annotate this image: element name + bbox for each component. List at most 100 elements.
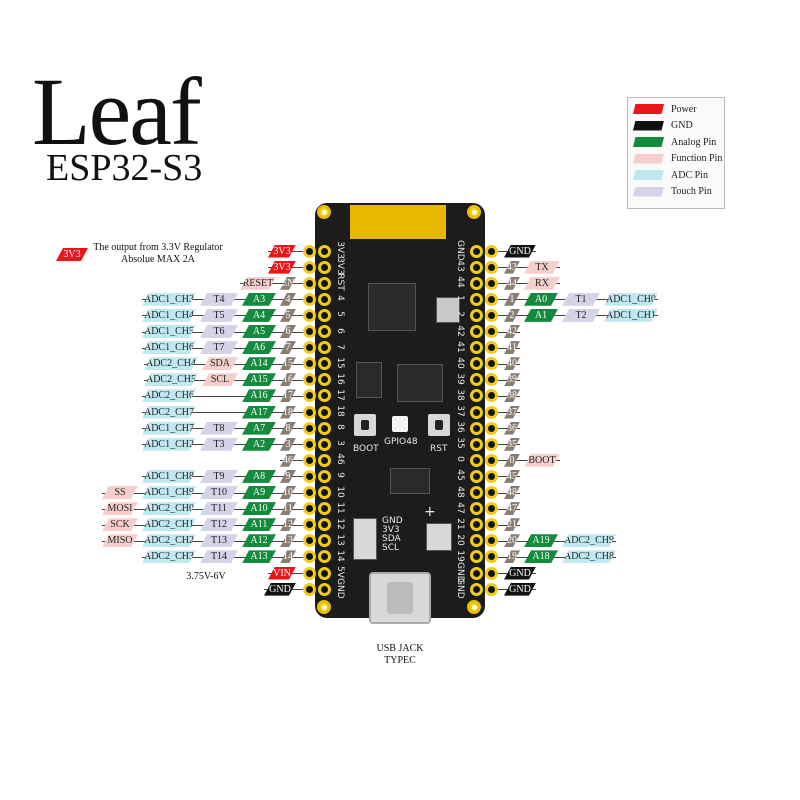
header-pad: [302, 325, 316, 338]
pin-label-func: RX: [524, 277, 560, 290]
header-pad: [469, 453, 483, 467]
pin-label-adc: ADC1_CH1: [605, 309, 656, 321]
header-pad: [302, 244, 316, 258]
pin-leader-line: [491, 363, 520, 365]
legend-swatch: [633, 186, 664, 197]
pin-label-adc: ADC1_CH8: [143, 470, 194, 482]
header-pad: [317, 260, 331, 274]
pin-leader-line: [491, 331, 520, 333]
pin-label-func: MISO: [102, 534, 138, 547]
header-pad: [469, 308, 483, 322]
pin-label-func: RESET: [240, 277, 276, 290]
header-pad: [469, 341, 483, 355]
pin-leader-line: [491, 524, 520, 526]
pin-label-touch: T6: [200, 325, 238, 338]
regulator-note-line2: Absolue MAX 2A: [121, 254, 195, 265]
pin-label-analog: A13: [242, 550, 276, 563]
legend-label: GND: [671, 120, 693, 131]
pin-label-adc: ADC1_CH2: [143, 438, 194, 450]
header-pad: [317, 550, 331, 564]
header-pad: [469, 502, 483, 516]
flash-chip: [356, 362, 382, 398]
pin-leader-line: [491, 379, 520, 381]
pin-label-adc: ADC1_CH3: [143, 293, 194, 305]
pin-label-func: SS: [102, 486, 138, 499]
psram-chip: [397, 364, 443, 402]
pin-label-analog: A14: [242, 357, 276, 370]
pin-label-touch: T7: [200, 341, 238, 354]
pin-label-adc: ADC1_CH7: [143, 422, 194, 434]
header-pad: [317, 534, 331, 548]
header-pad: [469, 469, 483, 483]
mcu-chip: [368, 283, 416, 331]
pin-label-analog: A2: [242, 438, 276, 451]
header-pad: [469, 534, 483, 548]
boot-button[interactable]: [354, 414, 376, 436]
pin-label-touch: T1: [562, 293, 600, 306]
header-pad: [484, 469, 498, 483]
i2c-silk-3v3: 3V3: [382, 525, 400, 535]
header-pad: [469, 389, 483, 403]
header-pad: [469, 550, 483, 564]
legend-item: GND: [633, 120, 693, 132]
usb-typec-jack[interactable]: [369, 572, 431, 624]
legend-item: Power: [633, 103, 697, 115]
pin-label-analog: A1: [524, 309, 558, 322]
pin-label-analog: A18: [524, 550, 558, 563]
battery-connector: [426, 523, 452, 551]
pin-leader-line: [491, 267, 560, 269]
legend-item: Analog Pin: [633, 136, 716, 148]
header-pad: [484, 566, 498, 580]
pin-label-func: SCL: [202, 373, 238, 386]
pin-label-adc: ADC2_CH9: [563, 535, 614, 547]
pin-label-touch: T3: [200, 438, 238, 451]
pin-label-adc: ADC2_CH7: [143, 406, 194, 418]
header-pad: [302, 453, 316, 467]
header-pad: [317, 276, 331, 290]
header-pad: [317, 405, 331, 419]
header-pad: [302, 421, 316, 435]
header-pad: [302, 389, 316, 403]
mount-hole: [467, 205, 481, 219]
legend-label: Touch Pin: [671, 186, 712, 197]
header-pad: [302, 292, 316, 306]
pin-leader-line: [491, 476, 520, 478]
header-pad: [317, 453, 331, 467]
header-pad: [302, 550, 316, 564]
page-title: Leaf: [32, 58, 202, 165]
i2c-silk-gnd: GND: [382, 516, 403, 526]
header-pad: [469, 276, 483, 290]
pin-label-func: TX: [524, 261, 560, 274]
header-pad: [484, 582, 498, 596]
pin-label-analog: A0: [524, 293, 558, 306]
regulator-3v3-label: 3V3: [56, 248, 88, 261]
pin-leader-line: [142, 412, 309, 413]
header-pad: [484, 325, 498, 338]
header-pad: [302, 308, 316, 322]
pin-label-adc: ADC1_CH6: [143, 342, 194, 354]
header-pad: [302, 486, 316, 499]
header-pad: [484, 292, 498, 306]
pin-label-analog: A12: [242, 534, 276, 547]
pin-label-analog: A17: [242, 406, 276, 419]
legend-item: ADC Pin: [633, 169, 708, 181]
boot-silk: BOOT: [353, 444, 379, 454]
pin-leader-line: [142, 395, 309, 397]
pin-label-func: SCK: [102, 518, 138, 531]
pin-label-touch: T5: [200, 309, 238, 322]
header-pad: [317, 244, 331, 258]
pin-leader-line: [491, 283, 560, 285]
header-pad: [469, 405, 483, 419]
pin-label-touch: T8: [200, 422, 238, 435]
pin-label-analog: A16: [242, 389, 276, 402]
pin-label-touch: T10: [200, 486, 238, 499]
header-pad: [469, 582, 483, 596]
header-pad: [469, 437, 483, 451]
legend-label: Function Pin: [671, 153, 723, 164]
header-pad: [302, 405, 316, 419]
pin-label-func: BOOT: [524, 454, 560, 467]
usb-jack-label-line1: USB JACK: [376, 643, 424, 654]
pin-label-power: VIN: [268, 567, 296, 580]
rst-button[interactable]: [428, 414, 450, 436]
pin-leader-line: [491, 492, 520, 494]
